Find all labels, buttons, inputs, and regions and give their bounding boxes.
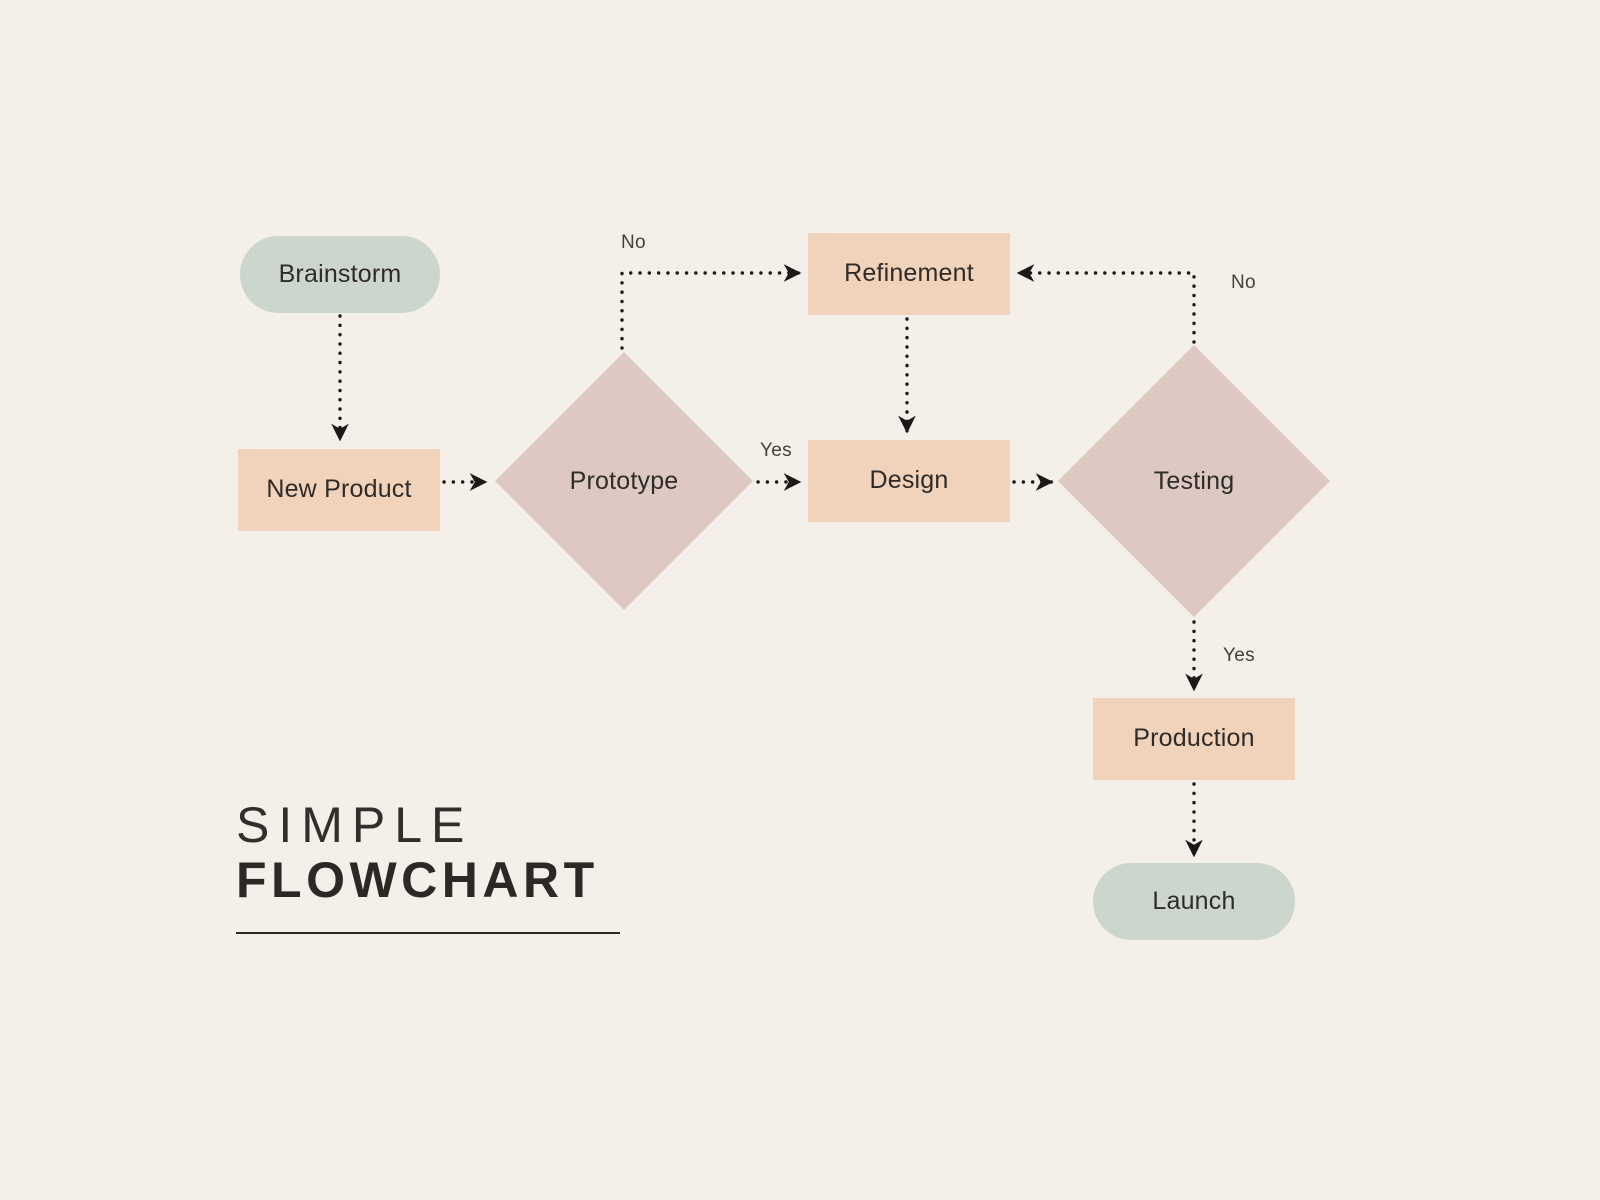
node-label-launch: Launch xyxy=(1152,886,1236,915)
decision-node-testing[interactable]: Testing xyxy=(1058,345,1330,617)
edge-label-label-prototype-yes: Yes xyxy=(760,440,792,461)
edge-label-label-testing-no: No xyxy=(1231,272,1256,293)
title-block: SIMPLE FLOWCHART xyxy=(236,798,636,934)
node-label-brainstorm: Brainstorm xyxy=(278,259,402,288)
node-label-refinement: Refinement xyxy=(844,259,974,288)
node-label-production: Production xyxy=(1133,724,1255,753)
process-node-production[interactable]: Production xyxy=(1093,698,1295,780)
edge-label-label-testing-yes: Yes xyxy=(1223,645,1255,666)
node-label-prototype: Prototype xyxy=(569,466,679,495)
process-node-refinement[interactable]: Refinement xyxy=(808,233,1010,315)
terminal-node-brainstorm[interactable]: Brainstorm xyxy=(240,236,440,313)
connector-testing-no-to-refinement xyxy=(1016,264,1196,344)
node-label-design: Design xyxy=(869,466,949,495)
page-title-line-2: FLOWCHART xyxy=(236,852,599,908)
edge-label-label-prototype-no: No xyxy=(621,232,646,253)
page-title-line-1: SIMPLE xyxy=(236,797,474,853)
title-underline-rule xyxy=(236,931,620,934)
node-label-testing: Testing xyxy=(1153,466,1235,495)
connector-prototype-no-to-refinement xyxy=(620,264,802,350)
terminal-node-launch[interactable]: Launch xyxy=(1093,863,1295,940)
decision-node-prototype[interactable]: Prototype xyxy=(495,352,753,610)
process-node-design[interactable]: Design xyxy=(808,440,1010,522)
process-node-new-product[interactable]: New Product xyxy=(238,449,440,531)
node-label-new-product: New Product xyxy=(266,475,412,504)
